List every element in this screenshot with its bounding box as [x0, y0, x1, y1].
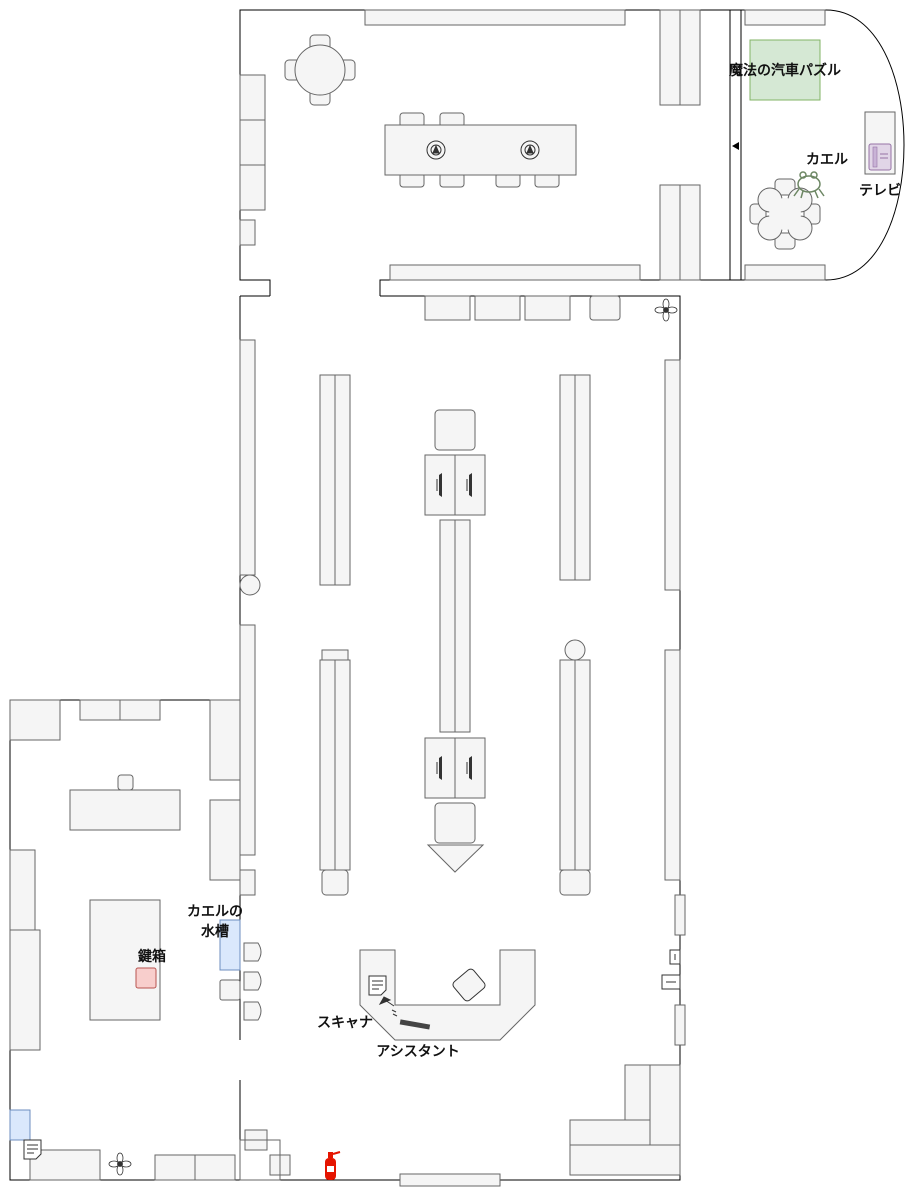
frog-tank-label-line2: 水槽 [201, 923, 229, 939]
long-table [384, 112, 577, 188]
document-icon [368, 975, 387, 996]
assistant-label: アシスタント [376, 1043, 459, 1059]
keyboard-icon [399, 1019, 431, 1030]
fire-extinguisher-icon [325, 1151, 341, 1180]
water-tank [9, 1109, 31, 1141]
flower-table [749, 178, 821, 250]
scanner-lamp-icon [378, 996, 398, 1017]
magic-train-puzzle-label: 魔法の汽車パズル [729, 62, 841, 78]
chairs-near-tank [243, 942, 262, 1021]
scanner-label: スキャナ [317, 1014, 373, 1030]
office-chair-icon [452, 968, 486, 1002]
key-box [135, 967, 157, 989]
bbq-grill-icon [520, 140, 540, 160]
flower-icon [108, 1152, 132, 1176]
pillar [564, 639, 586, 661]
key-box-label: 鍵箱 [138, 948, 166, 964]
magic-train-puzzle-table [749, 39, 821, 101]
document-icon [23, 1139, 42, 1160]
frog-icon [793, 171, 825, 199]
round-table-top [284, 34, 356, 106]
frog-tank [219, 919, 241, 971]
outlet-icon [661, 949, 681, 990]
main-room-furniture [239, 295, 686, 1187]
flower-icon [654, 298, 678, 322]
tv-label: テレビ [859, 182, 901, 198]
bbq-grill-icon [426, 140, 446, 160]
pillar [239, 574, 261, 596]
frog-label: カエル [806, 151, 848, 167]
door-arrow-icon [732, 142, 739, 150]
top-room-furniture [239, 9, 896, 281]
left-room-furniture [9, 699, 241, 1181]
tv-icon [868, 143, 892, 171]
frog-tank-label-line1: カエルの [187, 903, 243, 919]
